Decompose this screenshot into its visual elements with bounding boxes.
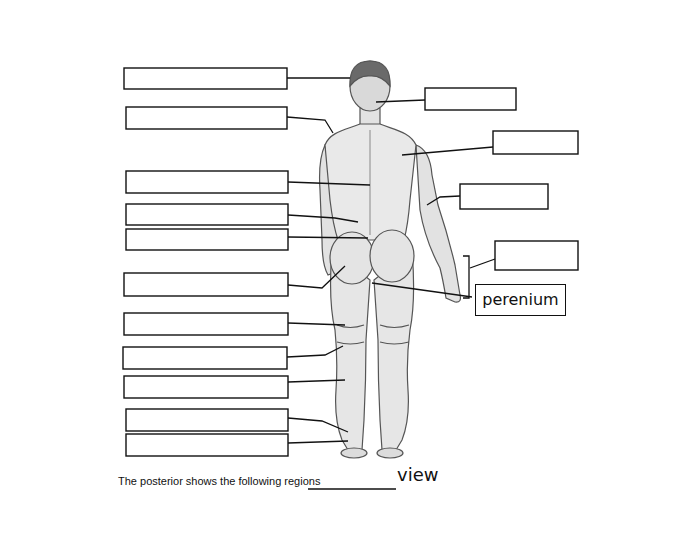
blank-line xyxy=(308,488,396,489)
leader-line xyxy=(288,418,348,432)
empty-label-box xyxy=(126,107,287,129)
spine-line xyxy=(369,130,370,235)
leader-line xyxy=(372,283,472,297)
empty-label-box xyxy=(126,409,288,431)
right-foot xyxy=(377,448,403,458)
caption-text: The posterior shows the following region… xyxy=(118,475,320,487)
leader-line xyxy=(288,266,345,288)
leader-line xyxy=(427,196,460,205)
leader-line xyxy=(402,147,493,155)
hair xyxy=(350,61,390,86)
right-arm xyxy=(416,145,460,302)
head xyxy=(350,61,390,111)
empty-label-box xyxy=(495,241,578,270)
leader-line xyxy=(287,77,350,78)
label-box: perenium xyxy=(475,284,566,316)
empty-label-box xyxy=(126,229,288,250)
right-buttock xyxy=(370,230,414,282)
empty-label-box xyxy=(493,131,578,154)
leader-line xyxy=(288,215,358,222)
torso xyxy=(325,124,416,240)
empty-label-box xyxy=(126,434,288,456)
left-foot xyxy=(341,448,367,458)
leader-line xyxy=(287,117,333,133)
empty-label-box xyxy=(124,273,288,296)
empty-label-box xyxy=(124,376,288,398)
knee-lines xyxy=(337,325,409,344)
leader-line xyxy=(470,259,495,268)
empty-label-box xyxy=(425,88,516,110)
empty-label-box xyxy=(126,171,288,193)
leader-line xyxy=(288,441,348,443)
leader-line xyxy=(288,380,345,382)
leader-line xyxy=(288,237,368,238)
bracket xyxy=(463,256,469,298)
empty-label-box xyxy=(123,347,287,369)
leader-lines xyxy=(287,78,495,489)
region-label: perenium xyxy=(482,291,558,309)
empty-label-box xyxy=(126,204,288,225)
leader-line xyxy=(287,346,343,357)
empty-label-box xyxy=(460,184,548,209)
body-figure xyxy=(320,61,461,458)
left-buttock xyxy=(330,232,374,284)
handwritten-answer: view xyxy=(397,464,438,485)
empty-label-box xyxy=(124,68,287,89)
empty-label-box xyxy=(124,313,288,335)
leader-line xyxy=(376,100,425,102)
leader-line xyxy=(288,182,370,185)
leader-line xyxy=(288,323,345,325)
